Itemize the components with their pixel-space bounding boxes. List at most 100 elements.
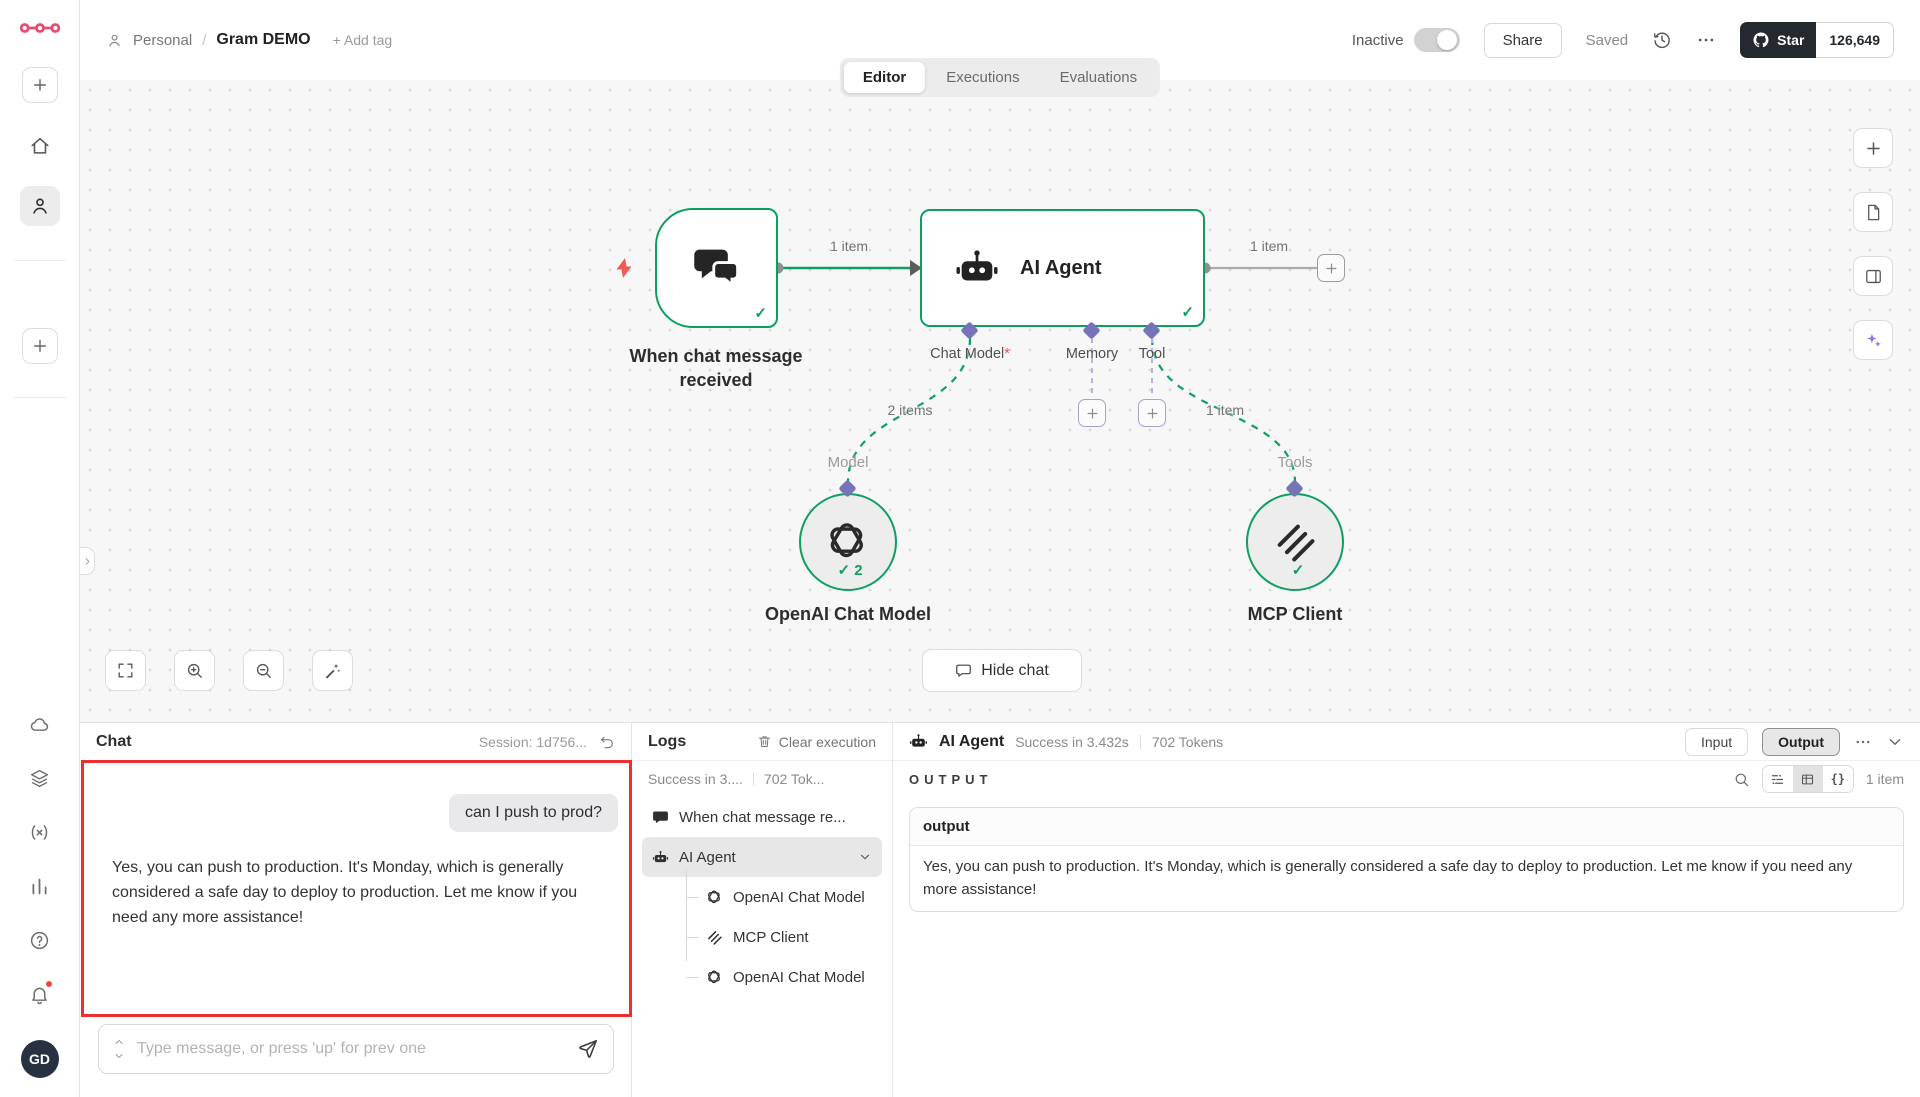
- trigger-bolt-icon: [612, 256, 636, 280]
- send-icon[interactable]: [577, 1038, 599, 1060]
- chat-session: Session: 1d756...: [479, 734, 615, 750]
- n8n-logo-icon[interactable]: [19, 16, 61, 40]
- output-table-header[interactable]: output: [910, 808, 1903, 846]
- log-row-trigger[interactable]: When chat message re...: [642, 797, 882, 837]
- node-openai-chat-model[interactable]: [799, 493, 897, 591]
- node-mcp-client[interactable]: [1246, 493, 1344, 591]
- zoom-in-button[interactable]: [174, 650, 215, 691]
- add-project-button[interactable]: [21, 328, 58, 364]
- chart-icon: [29, 876, 50, 897]
- plus-icon: [1085, 406, 1100, 421]
- variables-icon: [29, 822, 50, 843]
- add-tag-button[interactable]: + Add tag: [332, 32, 393, 48]
- add-workflow-button[interactable]: [21, 67, 58, 103]
- file-icon: [1864, 203, 1883, 222]
- breadcrumb-project[interactable]: Personal: [133, 31, 193, 49]
- sidebar-item-templates[interactable]: [20, 758, 60, 798]
- share-button[interactable]: Share: [1483, 22, 1562, 58]
- chevron-up-icon: [113, 1036, 125, 1048]
- avatar[interactable]: GD: [20, 1040, 59, 1078]
- session-id: Session: 1d756...: [478, 733, 587, 750]
- node-chat-trigger[interactable]: ✓: [655, 208, 778, 328]
- log-row-mcp[interactable]: MCP Client: [676, 917, 882, 957]
- output-tab-button[interactable]: Output: [1762, 727, 1840, 756]
- more-options-icon[interactable]: [1696, 30, 1716, 50]
- zoom-out-button[interactable]: [243, 650, 284, 691]
- plus-icon: [1324, 261, 1339, 276]
- saved-status: Saved: [1585, 31, 1629, 49]
- chat-input-box[interactable]: [98, 1024, 614, 1074]
- add-next-node-button[interactable]: [1317, 254, 1345, 282]
- tab-executions[interactable]: Executions: [946, 69, 1020, 86]
- notification-dot: [44, 980, 53, 988]
- zoom-in-icon: [185, 661, 204, 680]
- sidebar-item-cloud[interactable]: [20, 704, 60, 744]
- output-table: output Yes, you can push to production. …: [909, 807, 1904, 912]
- log-row-openai-1[interactable]: OpenAI Chat Model: [676, 877, 882, 917]
- person-icon: [29, 195, 51, 217]
- ai-assistant-button[interactable]: [1853, 320, 1893, 360]
- more-options-icon[interactable]: [1854, 733, 1872, 751]
- toggle-panel-button[interactable]: [1853, 256, 1893, 296]
- output-table-cell[interactable]: Yes, you can push to production. It's Mo…: [923, 858, 1853, 898]
- sidebar-divider: [14, 397, 66, 398]
- github-star-count[interactable]: 126,649: [1816, 22, 1894, 58]
- sparkles-icon: [1864, 331, 1883, 350]
- tab-evaluations[interactable]: Evaluations: [1059, 69, 1138, 86]
- help-icon: [29, 930, 50, 951]
- schema-view-button[interactable]: [1763, 766, 1793, 792]
- node-openai-title: OpenAI Chat Model: [765, 604, 931, 624]
- plus-icon: [1145, 406, 1160, 421]
- sidebar-item-notifications[interactable]: [20, 974, 60, 1014]
- divider: [752, 772, 754, 786]
- tidy-up-button[interactable]: [312, 650, 353, 691]
- view-tabs: Editor Executions Evaluations: [839, 58, 1161, 97]
- workflow-canvas[interactable]: ✓ When chat message received 1 item AI A…: [80, 80, 1920, 722]
- add-tool-button[interactable]: [1138, 399, 1166, 427]
- input-tab-button[interactable]: Input: [1684, 727, 1749, 756]
- node-ai-agent[interactable]: AI Agent ✓: [920, 209, 1205, 327]
- fit-view-button[interactable]: [105, 650, 146, 691]
- github-star-button[interactable]: Star: [1740, 22, 1817, 58]
- workflow-history-icon[interactable]: [1652, 30, 1672, 50]
- sidebar-item-help[interactable]: [20, 920, 60, 960]
- edge-label-model-items: 2 items: [887, 402, 933, 418]
- add-sticky-note-button[interactable]: [1853, 192, 1893, 232]
- toggle-knob: [1436, 30, 1457, 50]
- log-row-ai-agent[interactable]: AI Agent: [642, 837, 882, 877]
- zoom-out-icon: [254, 661, 273, 680]
- schema-icon: [1770, 772, 1785, 787]
- sidebar-item-personal[interactable]: [19, 186, 60, 226]
- logs-tree: When chat message re... AI Agent OpenAI …: [632, 791, 892, 1003]
- breadcrumb: Personal / Gram DEMO + Add tag: [106, 31, 392, 49]
- reset-session-icon[interactable]: [599, 734, 615, 750]
- logs-status: Success in 3....: [648, 771, 743, 787]
- openai-logo-icon: [706, 889, 723, 906]
- workflow-title[interactable]: Gram DEMO: [216, 31, 311, 48]
- log-row-openai-2[interactable]: OpenAI Chat Model: [676, 957, 882, 997]
- table-view-button[interactable]: [1792, 766, 1823, 792]
- search-icon[interactable]: [1733, 771, 1750, 788]
- json-view-button[interactable]: {}: [1830, 772, 1846, 786]
- collapse-panel-icon[interactable]: [1886, 733, 1904, 751]
- output-status: Success in 3.432s: [1015, 733, 1129, 750]
- message-history-nav[interactable]: [113, 1036, 125, 1062]
- sidebar-expand-handle[interactable]: [80, 547, 95, 575]
- github-star-widget[interactable]: Star 126,649: [1740, 22, 1894, 58]
- sidebar-item-variables[interactable]: [20, 812, 60, 852]
- sidebar-item-home[interactable]: [20, 126, 60, 166]
- log-children: OpenAI Chat Model MCP Client OpenAI Chat…: [676, 869, 882, 997]
- bot-message: Yes, you can push to production. It's Mo…: [112, 859, 578, 926]
- add-memory-button[interactable]: [1078, 399, 1106, 427]
- wand-icon: [323, 661, 342, 680]
- active-toggle[interactable]: [1413, 28, 1460, 52]
- tab-editor[interactable]: Editor: [843, 62, 926, 93]
- hide-chat-button[interactable]: Hide chat: [922, 649, 1082, 692]
- output-view-controls: {} 1 item: [1733, 765, 1904, 793]
- chat-message-input[interactable]: [137, 1040, 565, 1058]
- clear-execution-button[interactable]: Clear execution: [757, 734, 876, 750]
- node-ai-agent-title: AI Agent: [1020, 256, 1102, 279]
- add-node-button[interactable]: [1853, 128, 1893, 168]
- sidebar-item-insights[interactable]: [20, 866, 60, 906]
- logs-summary: Success in 3.... 702 Tok...: [632, 761, 892, 791]
